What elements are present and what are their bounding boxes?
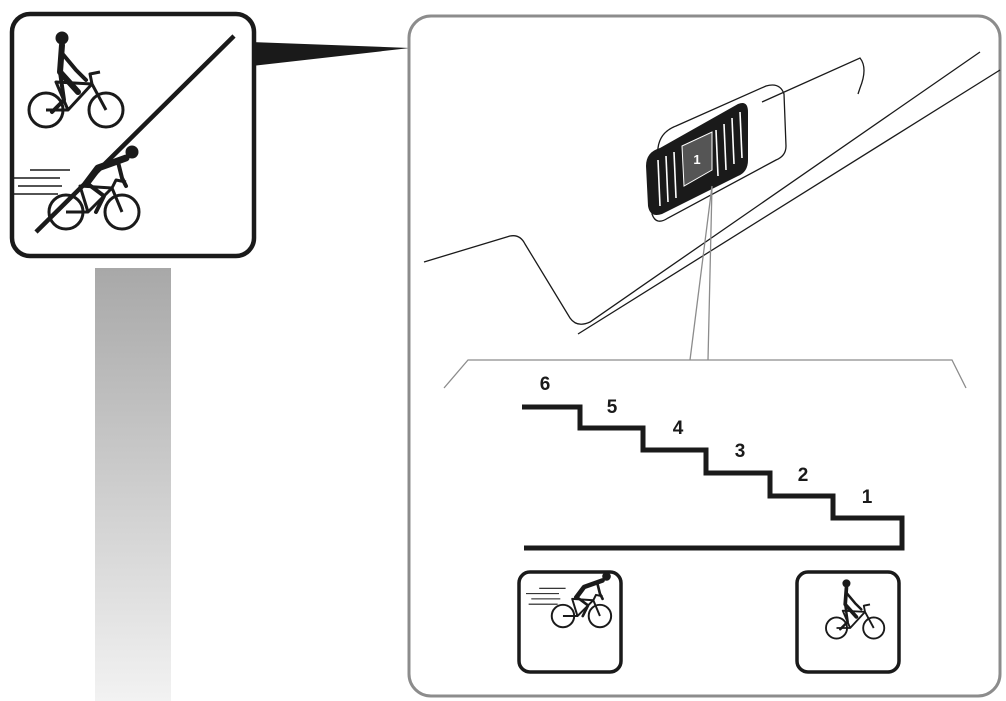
dial-gear-label: 1 [693, 152, 700, 167]
zoom-connector [443, 185, 967, 389]
main-panel [407, 14, 1002, 698]
gradient-bar [95, 268, 171, 701]
gear-step-label: 6 [540, 374, 551, 395]
gear-step-label: 5 [607, 397, 618, 418]
gear-dial: 1 [646, 103, 748, 215]
gear-staircase: 6 5 4 3 2 1 [522, 374, 905, 551]
gear-step-label: 1 [862, 487, 873, 508]
callout-pointer [252, 42, 410, 66]
gear-step-label: 2 [798, 465, 809, 486]
gear-step-label: 4 [673, 418, 684, 439]
mode-card [10, 11, 257, 259]
slow-mode-box [795, 570, 901, 674]
gear-step-label: 3 [735, 441, 746, 462]
shifter-housing [423, 51, 1001, 335]
divider-line [34, 34, 236, 234]
fast-mode-box [517, 572, 623, 674]
